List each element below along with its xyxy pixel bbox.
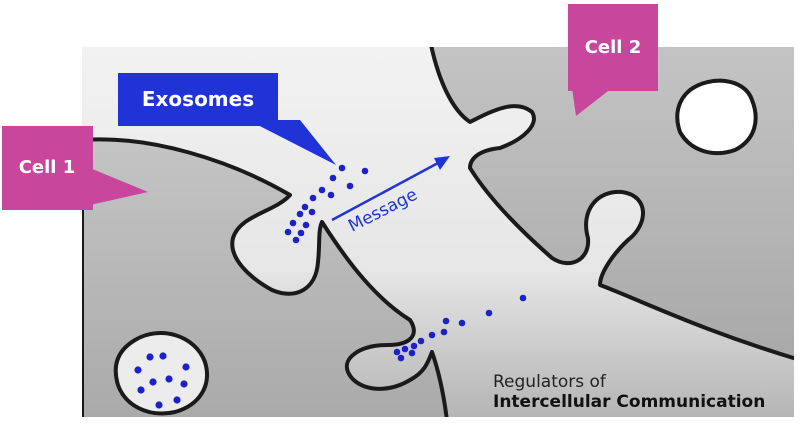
- exosome-cluster-lower: [393, 294, 527, 362]
- caption-line-2: Intercellular Communication: [493, 392, 765, 412]
- cell-2-vesicle: [675, 78, 758, 156]
- cell-2-label: Cell 2: [585, 37, 642, 58]
- exosomes-label: Exosomes: [142, 87, 254, 111]
- exosome-cluster-upper: [284, 164, 369, 244]
- cell-1-label: Cell 1: [19, 157, 76, 178]
- caption-line-1: Regulators of: [493, 372, 607, 392]
- exosomes-callout: Exosomes: [118, 73, 336, 165]
- exosomes-in-mvb: [134, 352, 190, 409]
- multivesicular-body: [113, 331, 209, 416]
- cell-2-callout: Cell 2: [568, 4, 658, 116]
- cell-1-callout: Cell 1: [2, 126, 148, 210]
- message-arrow: [331, 156, 450, 222]
